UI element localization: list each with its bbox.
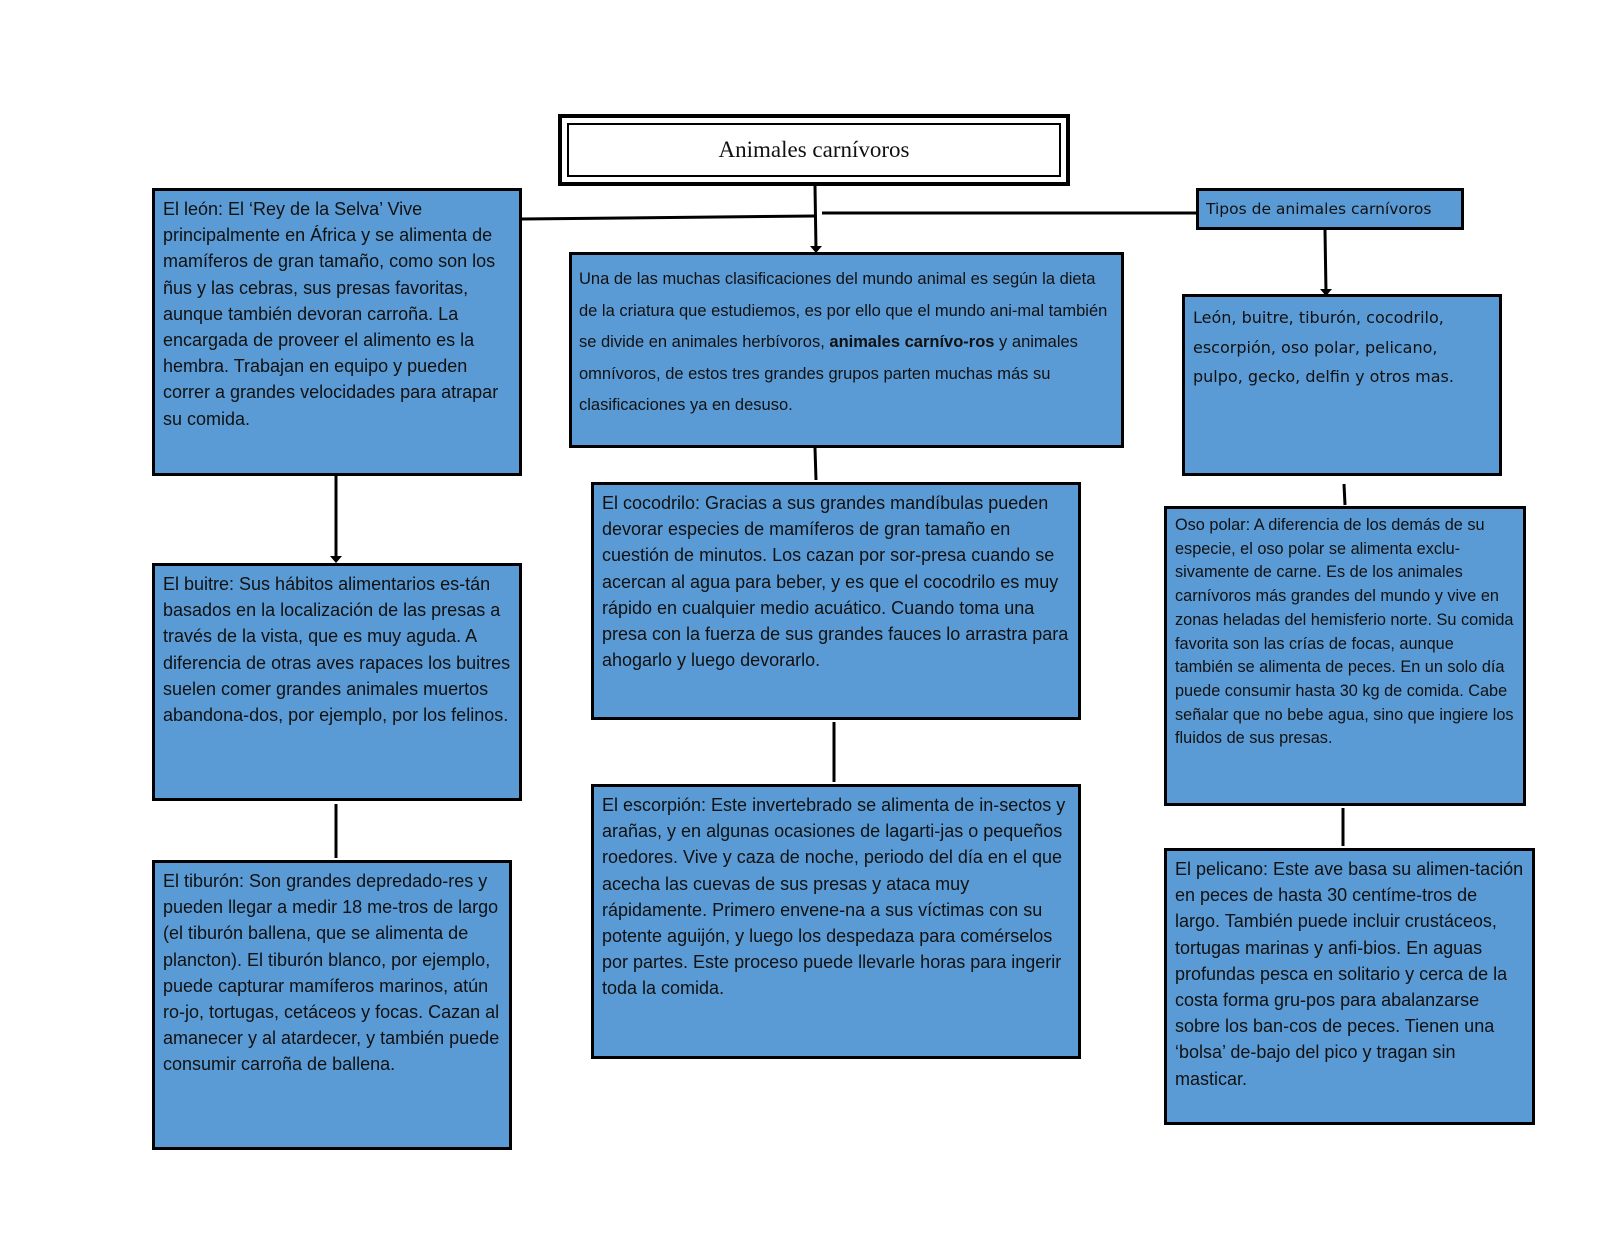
arrowhead-list bbox=[1320, 289, 1332, 296]
title-box: Animales carnívoros bbox=[558, 114, 1070, 186]
intro-text-part2: y animales omnívoros, de estos tres gran… bbox=[579, 333, 1078, 415]
arrowhead-intro bbox=[810, 246, 822, 253]
connector-title-to-leon bbox=[521, 214, 816, 221]
leon-box: El león: El ‘Rey de la Selva’ Vive princ… bbox=[152, 188, 522, 476]
types-heading-box: Tipos de animales carnívoros bbox=[1196, 188, 1464, 230]
intro-text-part1: Una de las muchas clasificaciones del mu… bbox=[579, 270, 1108, 352]
oso-polar-box: Oso polar: A diferencia de los demás de … bbox=[1164, 506, 1526, 806]
pelicano-box: El pelicano: Este ave basa su alimen-tac… bbox=[1164, 848, 1535, 1125]
connector-title-to-intro bbox=[813, 185, 818, 251]
cocodrilo-box: El cocodrilo: Gracias a sus grandes mand… bbox=[591, 482, 1081, 720]
escorpion-box: El escorpión: Este invertebrado se alime… bbox=[591, 784, 1081, 1059]
arrowhead-buitre bbox=[330, 556, 342, 563]
connector-types-to-list bbox=[1323, 229, 1328, 294]
connector-list-to-oso bbox=[1342, 483, 1347, 506]
connector-intro-to-cocodrilo bbox=[813, 447, 818, 481]
types-list-box: León, buitre, tiburón, cocodrilo, escorp… bbox=[1182, 294, 1502, 476]
diagram-title: Animales carnívoros bbox=[567, 123, 1061, 177]
intro-text-bold: animales carnívo-ros bbox=[829, 333, 995, 352]
tiburon-box: El tiburón: Son grandes depredado-res y … bbox=[152, 860, 512, 1150]
buitre-box: El buitre: Sus hábitos alimentarios es-t… bbox=[152, 563, 522, 801]
intro-box: Una de las muchas clasificaciones del mu… bbox=[569, 252, 1124, 448]
